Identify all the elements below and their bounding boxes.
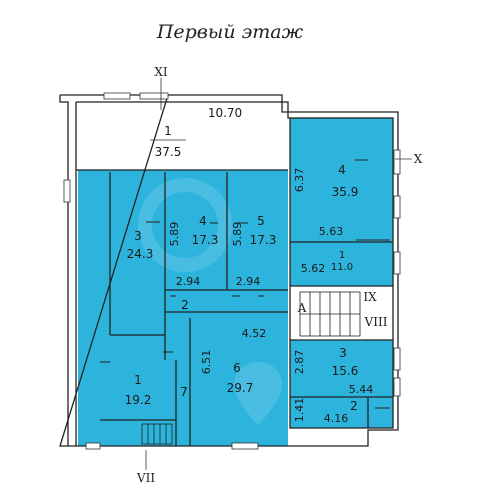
- room-3-area: 24.3: [127, 247, 154, 261]
- stair-lower: [141, 423, 173, 445]
- dimension-6-37: 6.37: [293, 168, 306, 193]
- dimension-5-63: 5.63: [319, 225, 344, 238]
- dimension-1-41: 1.41: [293, 398, 306, 423]
- window-bottom-1: [85, 442, 101, 450]
- room-4-area: 17.3: [192, 233, 219, 247]
- room-1-right-area: 11.0: [331, 262, 353, 273]
- dimension-6-51: 6.51: [200, 350, 213, 375]
- window-right-4: [393, 347, 401, 371]
- stair-label-ix: IX: [363, 290, 377, 304]
- room-3-number: 3: [134, 229, 142, 243]
- window-top-1: [103, 92, 131, 100]
- stairwell: [290, 286, 393, 340]
- room-4-right-number: 4: [338, 163, 346, 177]
- room-1-lower-area: 19.2: [125, 393, 152, 407]
- room-5-number: 5: [257, 214, 265, 228]
- dimension-ticks: [100, 159, 390, 409]
- dimension-2-94-b: 2.94: [236, 275, 261, 288]
- dimension-4-16: 4.16: [324, 412, 349, 425]
- dimension-labels: 5.89 5.89 2.94 2.94 4.52 6.51 6.37 5.63 …: [168, 168, 373, 425]
- room-6-number: 6: [233, 361, 241, 375]
- window-bottom-2: [231, 442, 259, 450]
- dimension-5-44: 5.44: [349, 383, 374, 396]
- dimension-2-94-a: 2.94: [176, 275, 201, 288]
- window-right-1: [393, 149, 401, 175]
- watermark-ring: [138, 178, 232, 272]
- windows: [63, 92, 401, 450]
- room-2-number: 2: [181, 298, 189, 312]
- dimension-4-52: 4.52: [242, 327, 267, 340]
- outer-wall-left: [59, 95, 69, 446]
- window-top-2: [139, 92, 169, 100]
- room-4-right-area: 35.9: [332, 185, 359, 199]
- plan-title: Первый этаж: [156, 21, 304, 43]
- window-left-1: [63, 179, 71, 203]
- top-room-area: 37.5: [155, 145, 182, 159]
- room-fills: [78, 118, 393, 446]
- watermark-pin-icon: [234, 362, 282, 425]
- room-fill-right-lower: [290, 340, 393, 428]
- dimension-2-87: 2.87: [293, 350, 306, 375]
- room-fill-right-upper: [290, 118, 393, 286]
- stair-label-viii: VIII: [364, 315, 388, 329]
- top-room-dimension: 10.70: [208, 106, 242, 120]
- top-room-number: 1: [164, 124, 172, 138]
- window-right-2: [393, 195, 401, 219]
- room-1-lower-number: 1: [134, 373, 142, 387]
- room-3-right-number: 3: [339, 346, 347, 360]
- right-column-wall: [289, 117, 394, 429]
- window-right-3: [393, 251, 401, 275]
- room-2-right-number: 2: [350, 399, 358, 413]
- axis-label-right: X: [414, 152, 423, 166]
- axis-markers: XI X VII IX VIII A: [136, 65, 423, 485]
- axis-label-bottom: VII: [136, 471, 155, 485]
- stairs: [141, 291, 361, 445]
- room-7-number: 7: [180, 385, 188, 399]
- room-5-area: 17.3: [250, 233, 277, 247]
- stair-label-a: A: [297, 301, 307, 315]
- axis-label-top: XI: [154, 65, 168, 79]
- window-right-5: [393, 377, 401, 397]
- dimension-5-89-b: 5.89: [231, 222, 244, 247]
- dimension-5-89-a: 5.89: [168, 222, 181, 247]
- dimension-5-62: 5.62: [301, 262, 326, 275]
- watermark: [138, 178, 282, 425]
- room-labels: 10.70 1 37.5 3 24.3 4 17.3 5 17.3 1 19.2…: [125, 106, 359, 413]
- room-3-right-area: 15.6: [332, 364, 359, 378]
- room-6-area: 29.7: [227, 381, 254, 395]
- room-fill-left-block: [78, 170, 288, 446]
- room-4-number: 4: [199, 214, 207, 228]
- inner-wall-outline: [75, 101, 290, 446]
- room-1-right-number: 1: [339, 250, 345, 261]
